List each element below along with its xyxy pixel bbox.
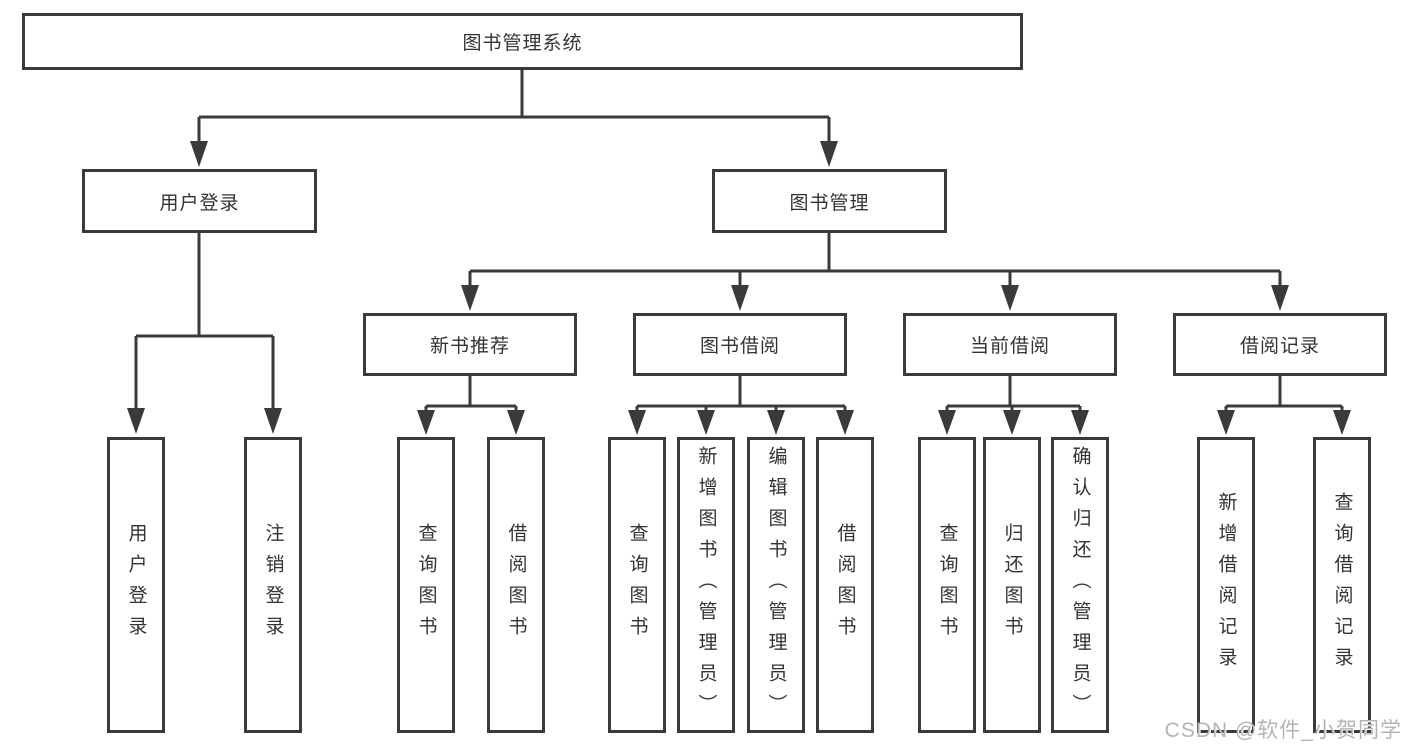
node-book-borrowing: 图书借阅 (633, 313, 847, 376)
leaf-logout: 注销登录 (244, 437, 302, 733)
connector-current-group (945, 376, 1082, 412)
leaf-borrow-query-books: 查询图书 (608, 437, 666, 733)
leaf-recommend-query-books: 查询图书 (397, 437, 455, 733)
node-borrowing-records: 借阅记录 (1173, 313, 1387, 376)
node-new-book-recommend: 新书推荐 (363, 313, 577, 376)
node-current-borrowing: 当前借阅 (903, 313, 1117, 376)
connector-recommend-group (424, 376, 518, 412)
leaf-user-login: 用户登录 (107, 437, 165, 733)
connector-root-to-level2 (197, 70, 831, 143)
leaf-borrow-edit-books-admin: 编辑图书（管理员） (747, 437, 805, 733)
arrowheads-level3 (461, 285, 1289, 311)
leaf-current-return-books: 归还图书 (983, 437, 1041, 733)
node-root: 图书管理系统 (22, 13, 1023, 70)
node-user-login: 用户登录 (82, 169, 317, 233)
leaf-current-query-books: 查询图书 (918, 437, 976, 733)
leaf-borrow-add-books-admin: 新增图书（管理员） (677, 437, 735, 733)
node-book-management: 图书管理 (712, 169, 947, 233)
connector-borrow-group (635, 376, 847, 412)
arrowheads-recommend-group (417, 410, 525, 435)
arrowheads-current-group (938, 410, 1089, 435)
leaf-recommend-borrow-books: 借阅图书 (487, 437, 545, 733)
leaf-borrow-borrow-books: 借阅图书 (816, 437, 874, 733)
csdn-watermark: CSDN @软件_小贺同学 (1164, 719, 1402, 742)
connector-records-group (1224, 376, 1344, 412)
arrowheads-records-group (1217, 410, 1351, 435)
arrowheads-borrow-group (628, 410, 854, 435)
leaf-records-add-record: 新增借阅记录 (1197, 437, 1255, 733)
arrowheads-level2 (190, 141, 838, 167)
connector-login-group (134, 233, 275, 410)
leaf-records-query-record: 查询借阅记录 (1313, 437, 1371, 733)
connector-mgmt-to-level3 (468, 233, 1282, 287)
arrowheads-login-group (127, 408, 282, 434)
leaf-current-confirm-return-admin: 确认归还（管理员） (1051, 437, 1109, 733)
